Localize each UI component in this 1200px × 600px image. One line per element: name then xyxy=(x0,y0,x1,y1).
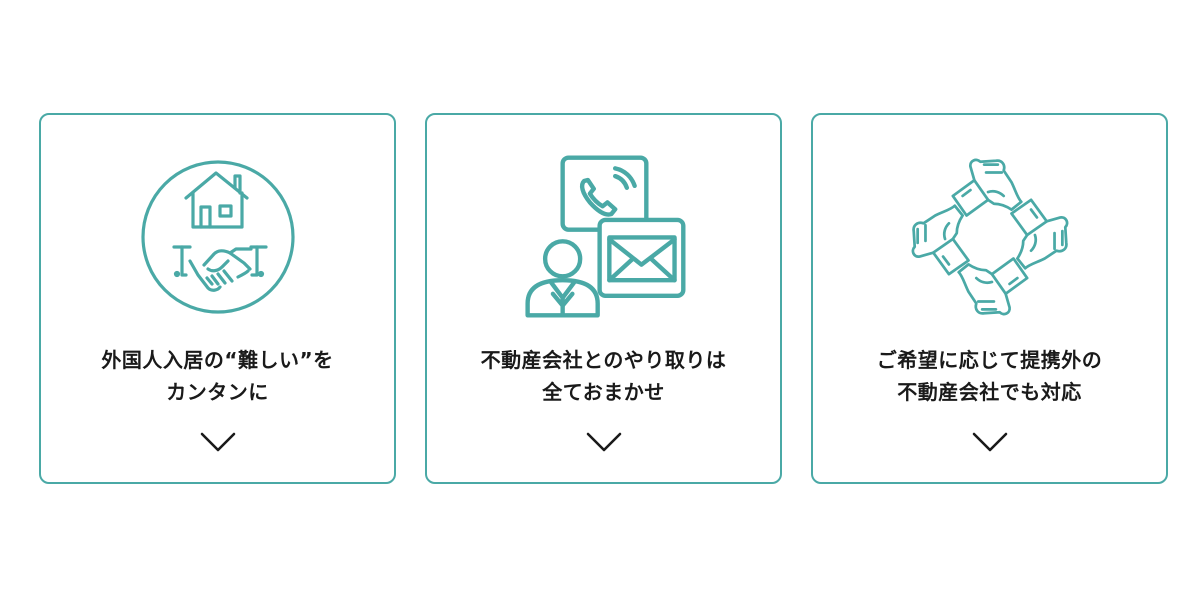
chevron-down-icon[interactable] xyxy=(200,431,236,453)
card-title-line-2: カンタンに xyxy=(166,380,269,404)
feature-card-easy-foreigner-housing[interactable]: 外国人入居の“難しい”を カンタンに xyxy=(39,113,396,484)
feature-card-realtor-communication[interactable]: 不動産会社とのやり取りは 全ておまかせ xyxy=(425,113,782,484)
card-title-line-2: 全ておまかせ xyxy=(542,380,665,404)
card-title: 外国人入居の“難しい”を カンタンに xyxy=(41,344,394,408)
chevron-down-icon[interactable] xyxy=(586,431,622,453)
card-title: 不動産会社とのやり取りは 全ておまかせ xyxy=(427,344,780,408)
chevron-down-icon[interactable] xyxy=(972,431,1008,453)
card-title-line-1: 不動産会社とのやり取りは xyxy=(480,348,727,372)
feature-card-non-partner-realtor[interactable]: ご希望に応じて提携外の 不動産会社でも対応 xyxy=(811,113,1168,484)
card-title-line-2: 不動産会社でも対応 xyxy=(897,380,1082,404)
house-handshake-icon xyxy=(138,157,298,317)
card-title-line-1: 外国人入居の“難しい”を xyxy=(101,348,334,372)
joined-hands-icon xyxy=(900,149,1080,325)
contact-phone-mail-icon xyxy=(514,149,694,321)
card-title-line-1: ご希望に応じて提携外の xyxy=(876,348,1103,372)
card-title: ご希望に応じて提携外の 不動産会社でも対応 xyxy=(813,344,1166,408)
